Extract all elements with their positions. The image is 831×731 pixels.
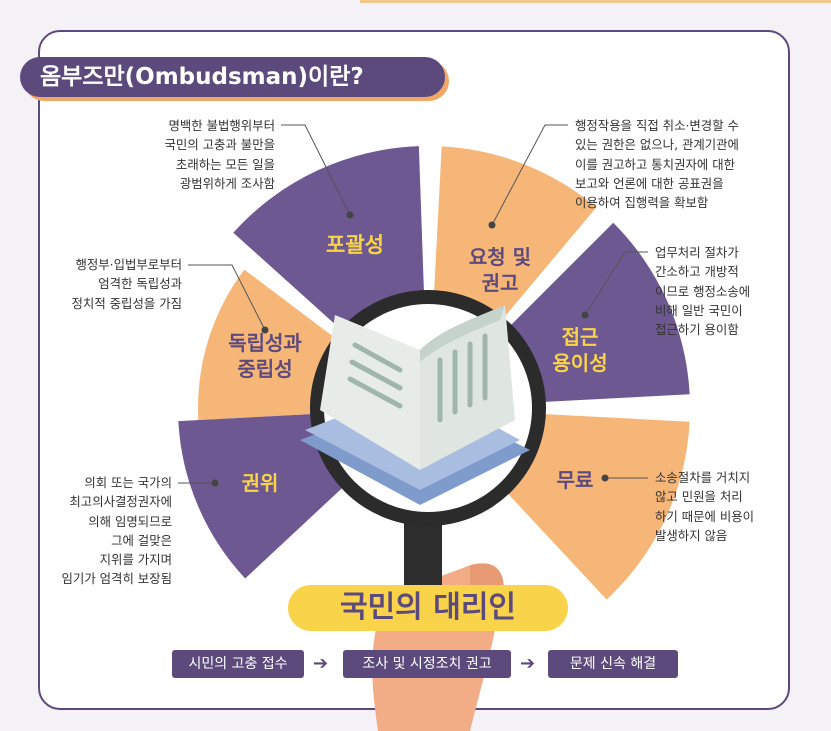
segment-label-comprehensive: 포괄성	[326, 233, 384, 257]
page-title: 옴부즈만(Ombudsman)이란?	[20, 57, 445, 97]
arrow-right-icon: ➔	[520, 653, 536, 674]
segment-label-accessibility-line1: 접근	[561, 325, 599, 349]
description-line: 이를 권고하고 통치권자에 대한	[575, 156, 736, 172]
description-line: 의회 또는 국가의	[84, 475, 172, 490]
description-line: 의해 임명되므로	[88, 513, 172, 529]
description-line: 광범위하게 조사함	[179, 175, 275, 191]
description-line: 간소하고 개방적	[655, 264, 739, 280]
description-line: 업무처리 절차가	[655, 245, 739, 260]
step-complaint-receipt: 시민의 고충 접수	[172, 650, 304, 678]
wedge-authority	[178, 413, 347, 579]
segment-label-independence-line1: 독립성과	[228, 331, 302, 355]
leader-line-2	[491, 124, 568, 226]
leader-line-3	[584, 251, 648, 316]
wedge-free	[504, 413, 690, 600]
description-line: 초래하는 모든 일을	[175, 156, 275, 172]
segment-label-recommendation: 요청 및 권고	[440, 244, 560, 296]
segment-label-recommendation-line2: 권고	[481, 271, 519, 295]
segment-label-accessibility: 접근 용이성	[525, 324, 635, 376]
description-line: 보고와 언론에 대한 공표권을	[575, 175, 724, 191]
description-line: 발생하지 않음	[655, 527, 728, 543]
description-line: 접근하기 용이함	[655, 322, 739, 338]
wedge-accessibility	[507, 222, 690, 403]
top-accent-bar	[360, 0, 831, 3]
step-resolution: 문제 신속 해결	[548, 650, 678, 678]
description-line: 임기가 엄격히 보장됨	[61, 571, 172, 587]
arrow-right-icon: ➔	[313, 653, 329, 674]
banner-citizen-representative: 국민의 대리인	[288, 585, 568, 631]
description-line: 행정작용을 직접 취소·변경할 수	[575, 118, 739, 133]
description-line: 행정부·입법부로부터	[75, 257, 182, 272]
segment-label-independence-line2: 중립성	[237, 357, 293, 381]
wedge-comprehensive	[233, 146, 425, 334]
segment-label-recommendation-line1: 요청 및	[468, 245, 532, 269]
segment-label-free: 무료	[556, 468, 594, 492]
description-line: 비해 일반 국민이	[655, 302, 743, 318]
segment-label-independence: 독립성과 중립성	[205, 330, 325, 382]
wedge-independence	[197, 269, 339, 421]
step-investigation: 조사 및 시정조치 권고	[343, 650, 511, 678]
description-line: 지위를 가지며	[99, 552, 172, 568]
description-line: 그에 걸맞은	[111, 532, 172, 548]
description-line: 명백한 불법행위부터	[168, 118, 275, 133]
segment-label-authority: 권위	[241, 471, 279, 495]
description-line: 있는 권한은 없으나, 관계기관에	[575, 137, 739, 153]
wedge-recommendation	[433, 146, 597, 323]
description-line: 최고의사결정권자에	[69, 494, 172, 510]
leader-line-1	[281, 124, 351, 216]
description-line: 않고 민원을 처리	[655, 489, 743, 505]
leader-line-5	[188, 264, 266, 331]
book-icon	[300, 305, 530, 505]
description-line: 이므로 행정소송에	[655, 283, 751, 299]
description-line: 이용하여 집행력을 확보함	[575, 195, 709, 211]
description-line: 국민의 고충과 불만을	[164, 137, 275, 153]
description-line: 하기 때문에 비용이	[655, 508, 755, 524]
segment-label-accessibility-line2: 용이성	[552, 351, 608, 375]
description-line: 엄격한 독립성과	[98, 276, 182, 292]
magnifier-handle	[404, 504, 442, 596]
description-line: 소송절차를 거치지	[655, 470, 751, 485]
description-line: 정치적 중립성을 가짐	[71, 295, 182, 311]
